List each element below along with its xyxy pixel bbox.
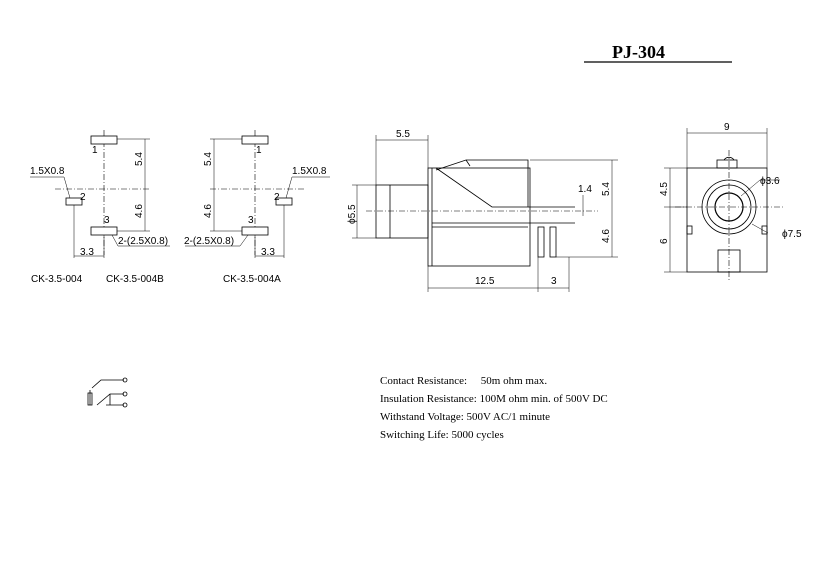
footprint-right-leader-b: [285, 176, 293, 199]
footprint-left-slot-leader: [111, 234, 119, 247]
footprint-right-slot-label: 2-(2.5X0.8): [184, 236, 234, 247]
schematic-tip: [87, 392, 93, 406]
spec-withstand-voltage: Withstand Voltage: 500V AC/1 minute: [380, 411, 550, 423]
front-view-top-nub-arc: [723, 156, 735, 161]
front-view-body: [686, 167, 768, 273]
footprint-right: 1 2 3 5.4 4.6 1.5X0.8 3.3 2-(2.5X0.8): [184, 130, 330, 258]
front-view-tab-right: [761, 225, 768, 235]
side-view-dim-small: 1.4: [578, 184, 592, 195]
front-view-tab-left: [686, 225, 693, 235]
schematic-symbol: [87, 377, 128, 408]
footprint-right-pin-1: 1: [256, 145, 262, 156]
side-view: 5.5 ϕ5.5 5.4 4.6 1.4 12.5 3: [347, 129, 618, 292]
front-view-dim-inner: ϕ3.6: [760, 176, 780, 187]
front-view-dim-lower: 6: [659, 238, 670, 244]
footprint-name-ck-004: CK-3.5-004: [31, 274, 83, 285]
side-view-pin-b: [549, 226, 557, 258]
front-view-dim-outer: ϕ7.5: [782, 229, 802, 240]
side-view-dim-top: 5.5: [396, 129, 410, 140]
spec-switching-life: Switching Life: 5000 cycles: [380, 429, 504, 441]
schematic-line-1: [91, 379, 124, 389]
footprint-left-pad-label: 1.5X0.8: [30, 166, 65, 177]
footprint-name-ck-004b: CK-3.5-004B: [106, 274, 164, 285]
footprint-left-pin-2: 2: [80, 192, 86, 203]
side-view-dim-length: 12.5: [475, 276, 495, 287]
front-view-dim-upper: 4.5: [659, 182, 670, 196]
footprint-left-pin-3: 3: [104, 215, 110, 226]
schematic-line-2: [96, 393, 124, 406]
footprint-left: 1 2 3 5.4 4.6 1.5X0.8 3.3 2-(2.5X0.8): [30, 130, 170, 258]
side-view-dim-dia: ϕ5.5: [347, 204, 358, 224]
side-view-body: [427, 167, 531, 267]
front-view-leader-outer: [751, 223, 769, 234]
footprint-left-dim-bottom: 4.6: [134, 204, 145, 218]
drawing-title: PJ-304: [612, 42, 665, 62]
side-view-pin-a: [537, 226, 545, 258]
footprint-right-dim-bottom: 4.6: [203, 204, 214, 218]
footprint-name-ck-004a: CK-3.5-004A: [223, 274, 281, 285]
front-view-leader-inner: [740, 179, 761, 197]
side-view-dim-pin: 3: [551, 276, 557, 287]
footprint-right-pad-label: 1.5X0.8: [292, 166, 327, 177]
footprint-left-dim-horizontal: 3.3: [80, 247, 94, 258]
spec-insulation-resistance: Insulation Resistance: 100M ohm min. of …: [380, 393, 608, 405]
side-view-spring-detail: [465, 159, 471, 167]
side-view-dim-right-bottom: 4.6: [601, 229, 612, 243]
footprint-right-pad-3: [241, 226, 269, 236]
footprint-left-dim-top: 5.4: [134, 152, 145, 166]
front-view-dim-width: 9: [724, 122, 730, 133]
footprint-right-pin-3: 3: [248, 215, 254, 226]
footprint-right-pin-2: 2: [274, 192, 280, 203]
footprint-right-pad-1: [241, 135, 269, 145]
front-view-top-nub: [716, 159, 738, 169]
front-view: 9 4.5 6 ϕ3.6 ϕ7.5: [659, 122, 802, 282]
footprint-right-dim-horizontal: 3.3: [261, 247, 275, 258]
footprint-left-leader-b: [63, 176, 71, 199]
footprint-left-slot-label: 2-(2.5X0.8): [118, 236, 168, 247]
footprint-left-pad-3: [90, 226, 118, 236]
schematic-terminal-1: [122, 377, 128, 383]
footprint-right-slot-leader: [239, 234, 249, 247]
spec-contact-resistance: Contact Resistance: 50m ohm max.: [380, 375, 547, 387]
footprint-right-dim-top: 5.4: [203, 152, 214, 166]
side-view-dim-right-top: 5.4: [601, 182, 612, 196]
side-view-spring: [435, 159, 529, 208]
schematic-terminal-2: [122, 391, 128, 397]
schematic-terminal-3: [122, 402, 128, 408]
footprint-left-pin-1: 1: [92, 145, 98, 156]
specifications: Contact Resistance: 50m ohm max. Insulat…: [380, 375, 608, 441]
side-view-nose: [375, 184, 429, 239]
footprint-left-pad-1: [90, 135, 118, 145]
